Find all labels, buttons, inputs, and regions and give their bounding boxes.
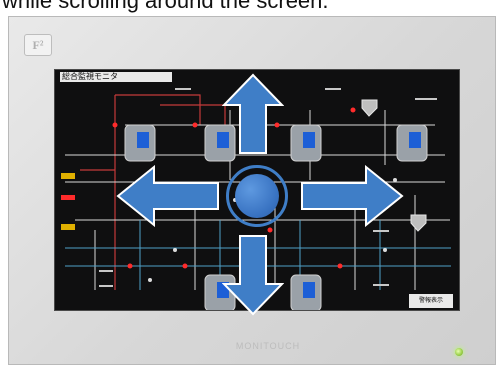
arrow-up-icon[interactable] (222, 73, 284, 155)
process-diagram (61, 88, 451, 310)
screen-title-bar: 総合監視モニタ (60, 72, 172, 82)
arrow-left-icon[interactable] (116, 165, 220, 227)
cropped-caption: while scrolling around the screen. (2, 0, 329, 13)
arrow-right-icon[interactable] (300, 165, 404, 227)
brand-label: MONITOUCH (235, 341, 301, 351)
power-led (455, 348, 463, 356)
arrow-down-icon[interactable] (222, 234, 284, 316)
alarm-tab[interactable]: 警報表示 (409, 294, 453, 308)
scroll-handle-dot[interactable] (235, 174, 279, 218)
device-logo: F² (24, 34, 52, 56)
scroll-handle[interactable] (226, 165, 288, 227)
